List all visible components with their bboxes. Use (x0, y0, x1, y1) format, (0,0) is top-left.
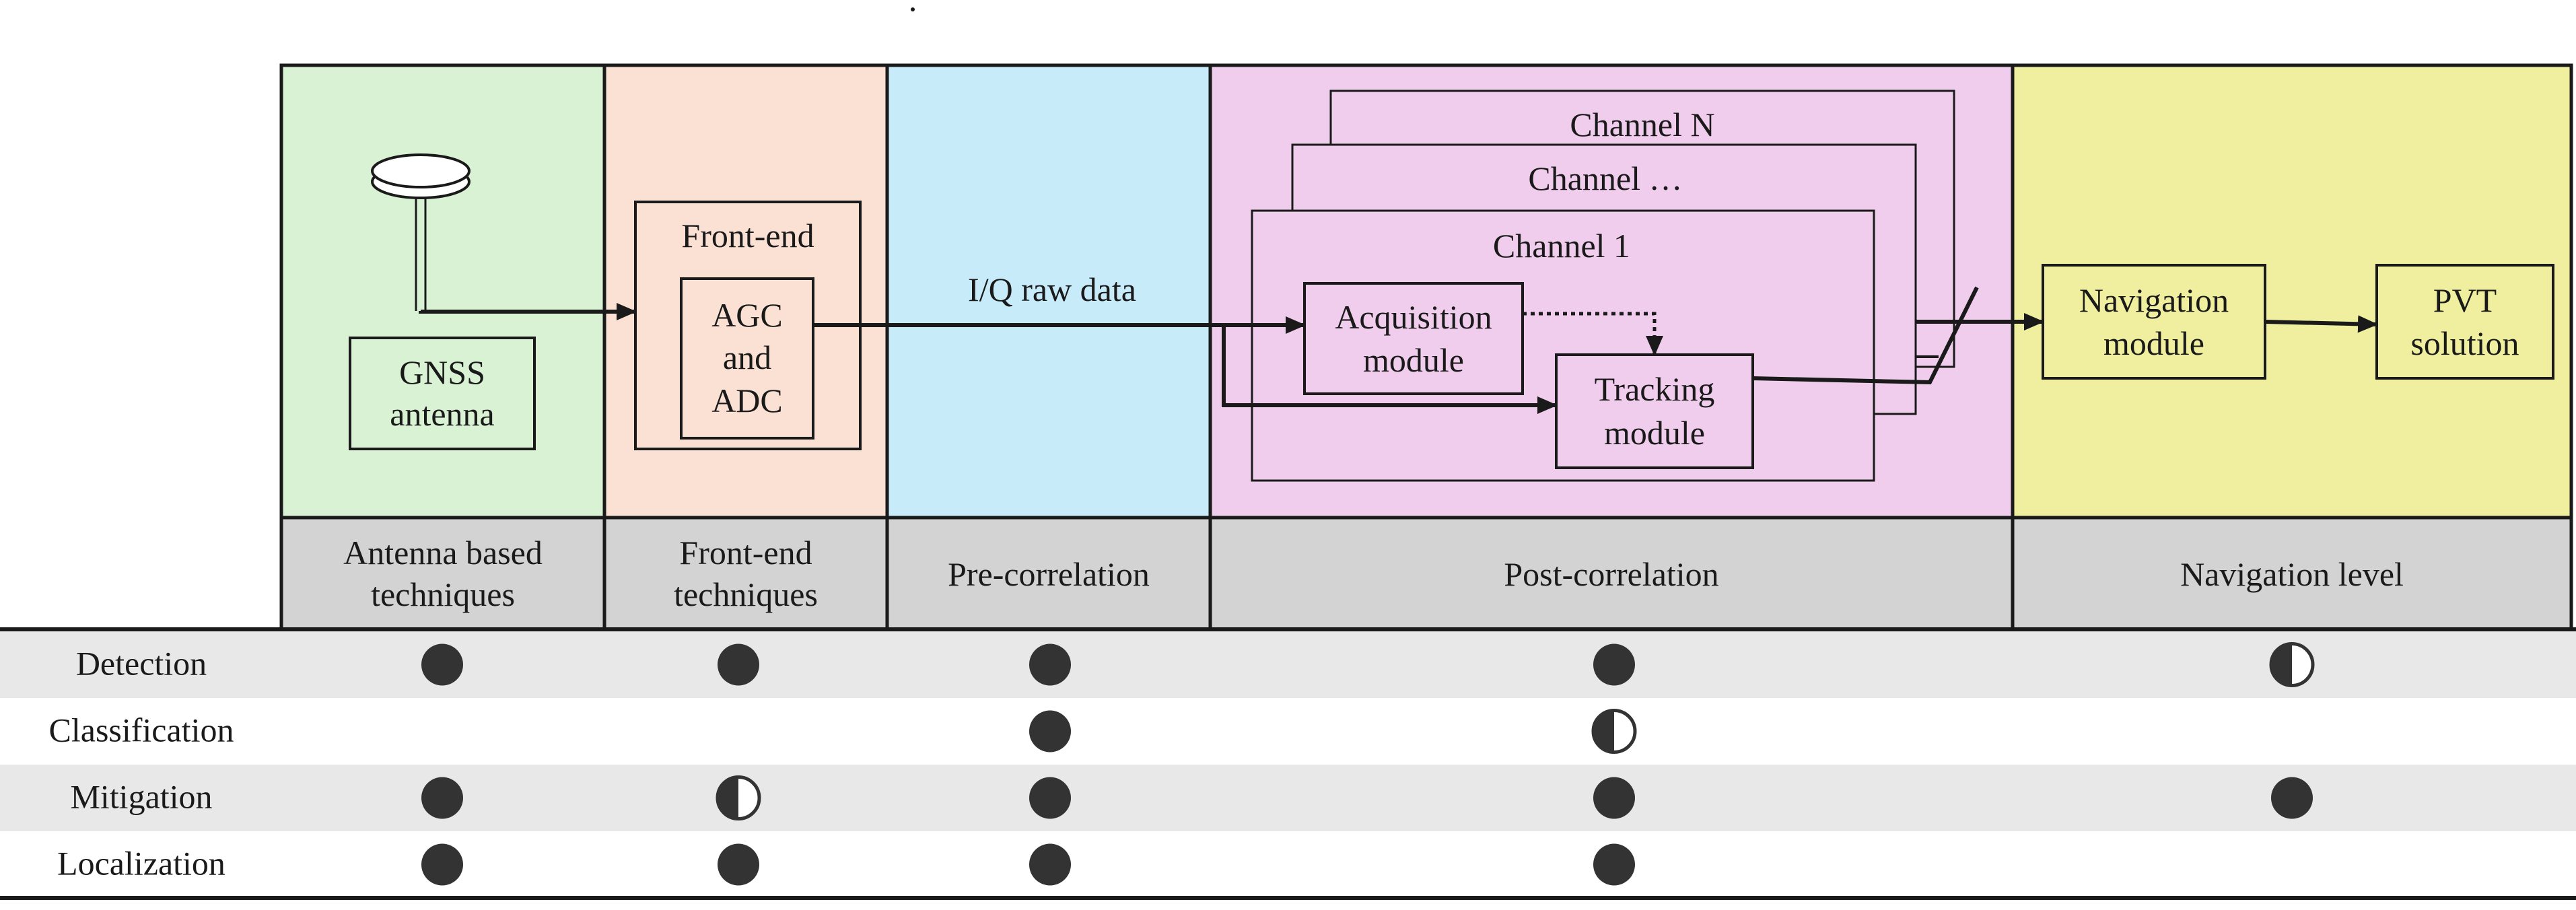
iq-to-tracking-arrow (1222, 325, 1558, 414)
channel-1-box (1251, 209, 1875, 482)
pvt-label-2: solution (2410, 324, 2519, 362)
category-cell (1208, 516, 2015, 631)
stray-dot (911, 7, 915, 11)
antenna-icon (371, 153, 471, 311)
full-support-dot (2271, 777, 2313, 819)
category-label: Pre-correlation (948, 555, 1150, 593)
partial-support-dot (2269, 642, 2315, 687)
frontend-title: Front-end (681, 217, 814, 254)
full-support-dot (421, 643, 463, 686)
technique-table: DetectionClassificationMitigationLocaliz… (0, 627, 2576, 900)
channel-n-label: Channel N (1570, 106, 1714, 143)
category-band: Antenna based techniques Front-end techniqu… (279, 516, 2573, 631)
iq-raw-data-label: I/Q raw data (968, 271, 1136, 308)
antenna-to-frontend-arrow (419, 303, 637, 320)
category-label: Post-correlation (1504, 555, 1718, 593)
gnss-antenna-box (349, 337, 536, 450)
category-label: techniques (674, 575, 818, 613)
category-label: Navigation level (2180, 555, 2404, 593)
category-label: techniques (371, 575, 515, 613)
table-row-shade (0, 631, 2576, 698)
table-row-label: Classification (49, 711, 234, 749)
gnss-antenna-label-2: antenna (390, 395, 494, 433)
table-row-label: Mitigation (70, 778, 212, 816)
acquisition-module-box (1303, 282, 1524, 395)
channel-1-label: Channel 1 (1493, 227, 1630, 265)
agc-label: AGC (711, 296, 783, 334)
table-row-label: Localization (57, 845, 225, 882)
table-row-label: Detection (76, 645, 207, 682)
partial-support-dot (716, 775, 761, 820)
acquisition-to-tracking-dotted (1523, 312, 1663, 356)
full-support-dot (421, 843, 463, 886)
adc-label: ADC (711, 382, 783, 419)
full-support-dot (1593, 843, 1635, 886)
navigation-label: Navigation (2079, 281, 2229, 319)
tracking-output-line (1752, 286, 1979, 385)
category-label: Antenna based (343, 534, 543, 571)
channel-dots-label: Channel … (1528, 160, 1682, 197)
acquisition-label-2: module (1363, 341, 1464, 379)
navigation-to-pvt-arrow (2264, 315, 2378, 333)
full-support-dot (1593, 777, 1635, 819)
category-cell (885, 516, 1212, 631)
navigation-label-2: module (2103, 324, 2204, 362)
full-support-dot (1593, 643, 1635, 686)
category-label: Front-end (679, 534, 812, 571)
frontend-column (602, 63, 889, 520)
full-support-dot (1029, 710, 1071, 753)
tracking-label: Tracking (1595, 370, 1715, 408)
partial-support-dot (1591, 709, 1637, 754)
navigation-column (2011, 63, 2573, 520)
full-support-dot (1029, 643, 1071, 686)
acquisition-label: Acquisition (1335, 298, 1492, 336)
full-support-dot (718, 843, 759, 886)
tracking-label-2: module (1604, 414, 1705, 452)
category-cell (2011, 516, 2573, 631)
and-label: and (723, 339, 771, 376)
pvt-label: PVT (2433, 281, 2497, 319)
table-row-shade (0, 765, 2576, 831)
full-support-dot (718, 643, 759, 686)
antenna-column (279, 63, 606, 520)
agc-adc-box (680, 277, 814, 440)
full-support-dot (1029, 777, 1071, 819)
full-support-dot (1029, 843, 1071, 886)
full-support-dot (421, 777, 463, 819)
precorrelation-column (885, 63, 1212, 520)
gnss-antenna-label: GNSS (399, 353, 485, 391)
